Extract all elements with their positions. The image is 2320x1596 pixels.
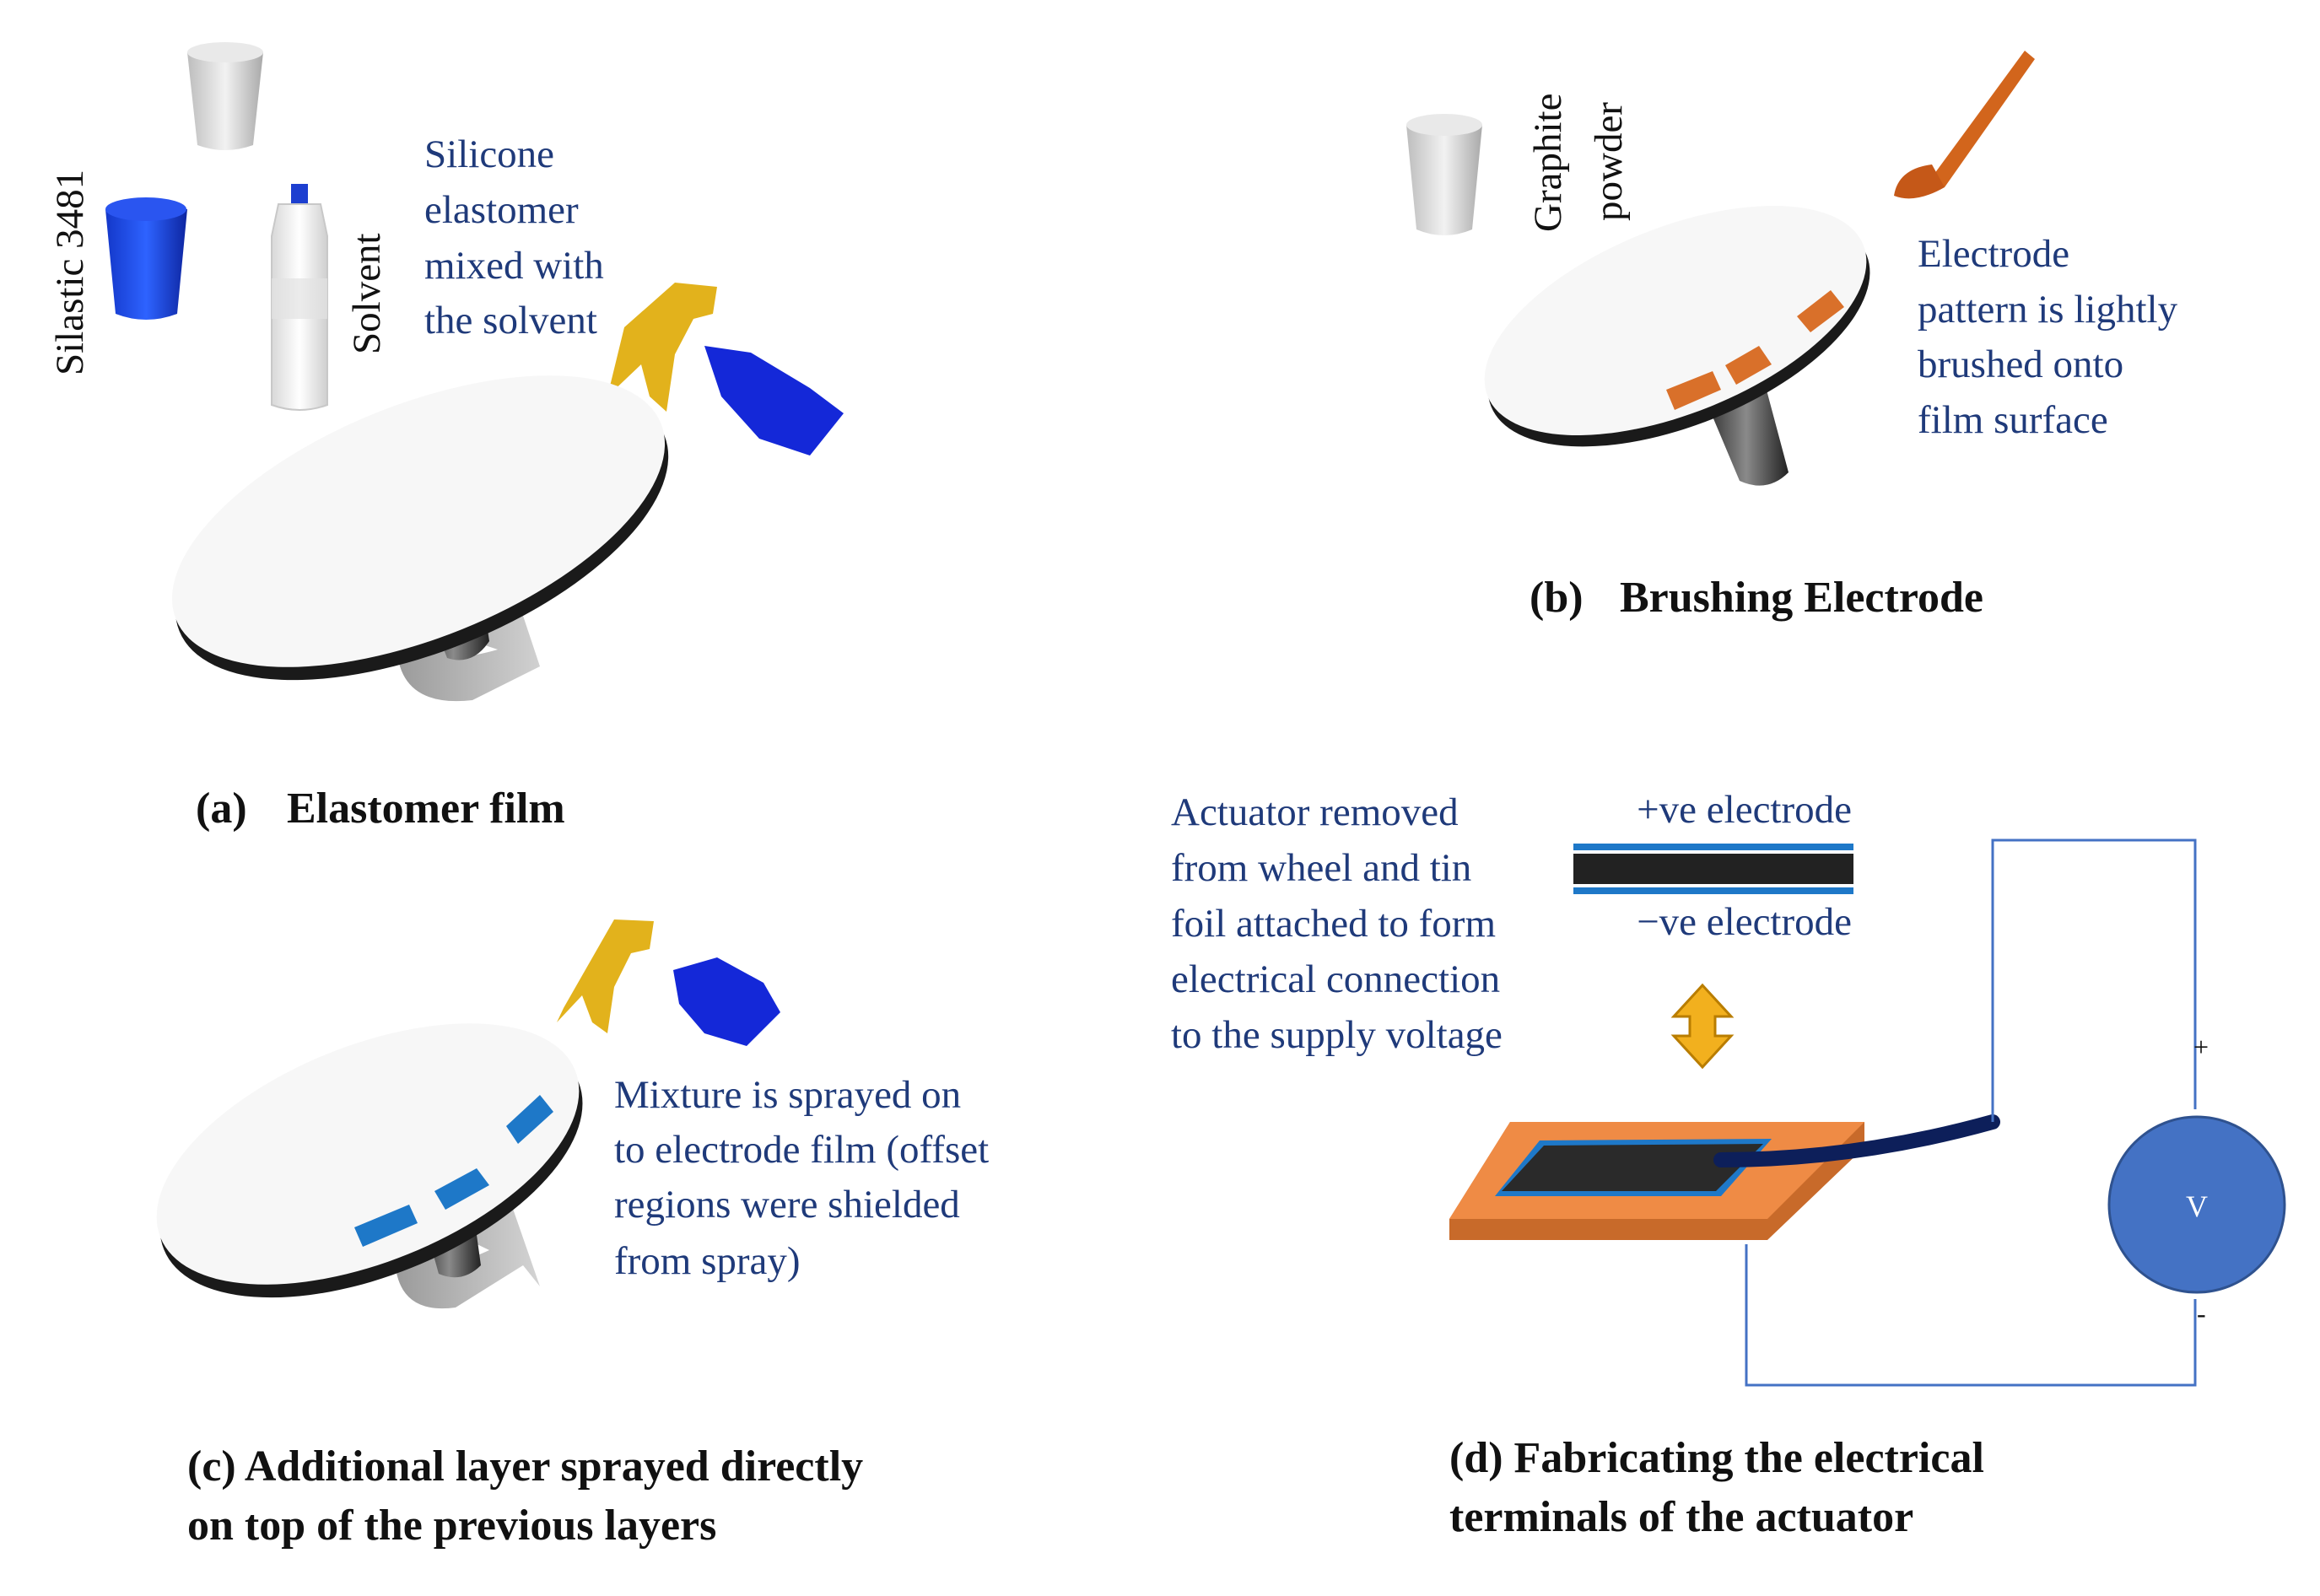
powder-label: powder	[1587, 102, 1631, 221]
panel-c-note-line: from spray)	[614, 1239, 801, 1283]
circuit-wires	[1745, 838, 2197, 1387]
panel-b-note-line: Electrode	[1918, 232, 2069, 276]
panel-d-note-line: to the supply voltage	[1171, 1013, 1503, 1057]
sprayed-patch	[506, 1095, 553, 1144]
actuator-board	[1449, 1122, 1864, 1240]
panel-d: Actuator removed from wheel and tin foil…	[1171, 788, 2286, 1541]
positive-electrode-label: +ve electrode	[1637, 788, 1852, 832]
panel-a: Silastic 3481 Solvent Silicone elastomer…	[48, 42, 844, 833]
spray-bottle-icon	[607, 283, 844, 456]
voltmeter-label: V	[2186, 1189, 2208, 1223]
panel-c-caption-line1: (c) Additional layer sprayed directly	[187, 1442, 863, 1491]
panel-c-note-line: to electrode film (offset	[614, 1128, 989, 1172]
double-arrow-icon	[1670, 983, 1735, 1070]
panel-b: Graphite powder Electrode pattern is lig…	[1406, 51, 2188, 622]
panel-c: Mixture is sprayed on to electrode film …	[156, 919, 999, 1550]
silastic-label: Silastic 3481	[48, 170, 92, 375]
panel-a-caption-tag: (a)	[196, 785, 247, 833]
panel-a-note-line: Silicone	[424, 132, 554, 176]
panel-a-note-line: mixed with	[424, 244, 604, 288]
panel-a-note-line: the solvent	[424, 299, 597, 342]
negative-electrode-label: −ve electrode	[1637, 900, 1852, 944]
panel-d-note-line: from wheel and tin	[1171, 846, 1471, 890]
silastic-cup-icon	[105, 197, 187, 320]
tin-foil-lead	[1713, 1114, 2000, 1167]
panel-b-caption-tag: (b)	[1530, 574, 1584, 622]
minus-sign: -	[2197, 1298, 2206, 1329]
graphite-cup-icon	[1406, 114, 1482, 235]
plus-sign: +	[2193, 1032, 2209, 1062]
negative-electrode-layer	[1573, 887, 1853, 894]
solvent-label: Solvent	[345, 233, 389, 354]
panel-d-note: Actuator removed from wheel and tin foil…	[1171, 790, 1510, 1057]
rotation-arrow-icon	[394, 1189, 540, 1309]
electrode-patch	[1725, 346, 1772, 385]
panel-d-note-line: electrical connection	[1171, 957, 1500, 1001]
paint-brush-icon	[1894, 51, 2035, 199]
electrode-patch	[1666, 371, 1721, 410]
panel-d-caption-line1: (d) Fabricating the electrical	[1449, 1434, 1984, 1482]
panel-c-note-line: Mixture is sprayed on	[614, 1073, 961, 1117]
elastomer-layer	[1573, 854, 1853, 884]
sprayed-patch	[434, 1168, 489, 1210]
voltmeter-icon: V	[2107, 1115, 2286, 1294]
panel-d-note-line: foil attached to form	[1171, 902, 1496, 946]
panel-a-caption-title: Elastomer film	[287, 785, 565, 833]
turntable-disc	[1484, 206, 1870, 447]
panel-c-caption-line2: on top of the previous layers	[187, 1502, 716, 1550]
sprayed-patch	[354, 1205, 418, 1247]
actuator-cross-section: +ve electrode −ve electrode	[1573, 788, 1853, 944]
panel-a-note: Silicone elastomer mixed with the solven…	[424, 132, 614, 342]
panel-d-note-line: Actuator removed	[1171, 790, 1459, 834]
panel-c-note-line: regions were shielded	[614, 1183, 960, 1227]
electrode-patch	[1797, 290, 1844, 332]
grey-cup-icon	[187, 42, 263, 150]
panel-a-note-line: elastomer	[424, 188, 579, 232]
panel-b-caption-title: Brushing Electrode	[1620, 574, 1983, 622]
spray-bottle-icon	[557, 919, 780, 1046]
panel-b-note-line: film surface	[1918, 398, 2108, 442]
turntable-disc	[171, 375, 669, 681]
panel-b-note-line: brushed onto	[1918, 342, 2123, 386]
positive-electrode-layer	[1573, 844, 1853, 850]
panel-d-caption-line2: terminals of the actuator	[1449, 1493, 1913, 1541]
graphite-label: Graphite	[1526, 94, 1570, 232]
panel-c-note: Mixture is sprayed on to electrode film …	[614, 1073, 999, 1283]
solvent-bottle-icon	[271, 184, 328, 411]
actuator-film-core	[1502, 1144, 1763, 1191]
panel-b-note: Electrode pattern is lightly brushed ont…	[1918, 232, 2188, 442]
panel-b-note-line: pattern is lightly	[1918, 288, 2178, 332]
turntable-disc	[156, 1023, 583, 1298]
